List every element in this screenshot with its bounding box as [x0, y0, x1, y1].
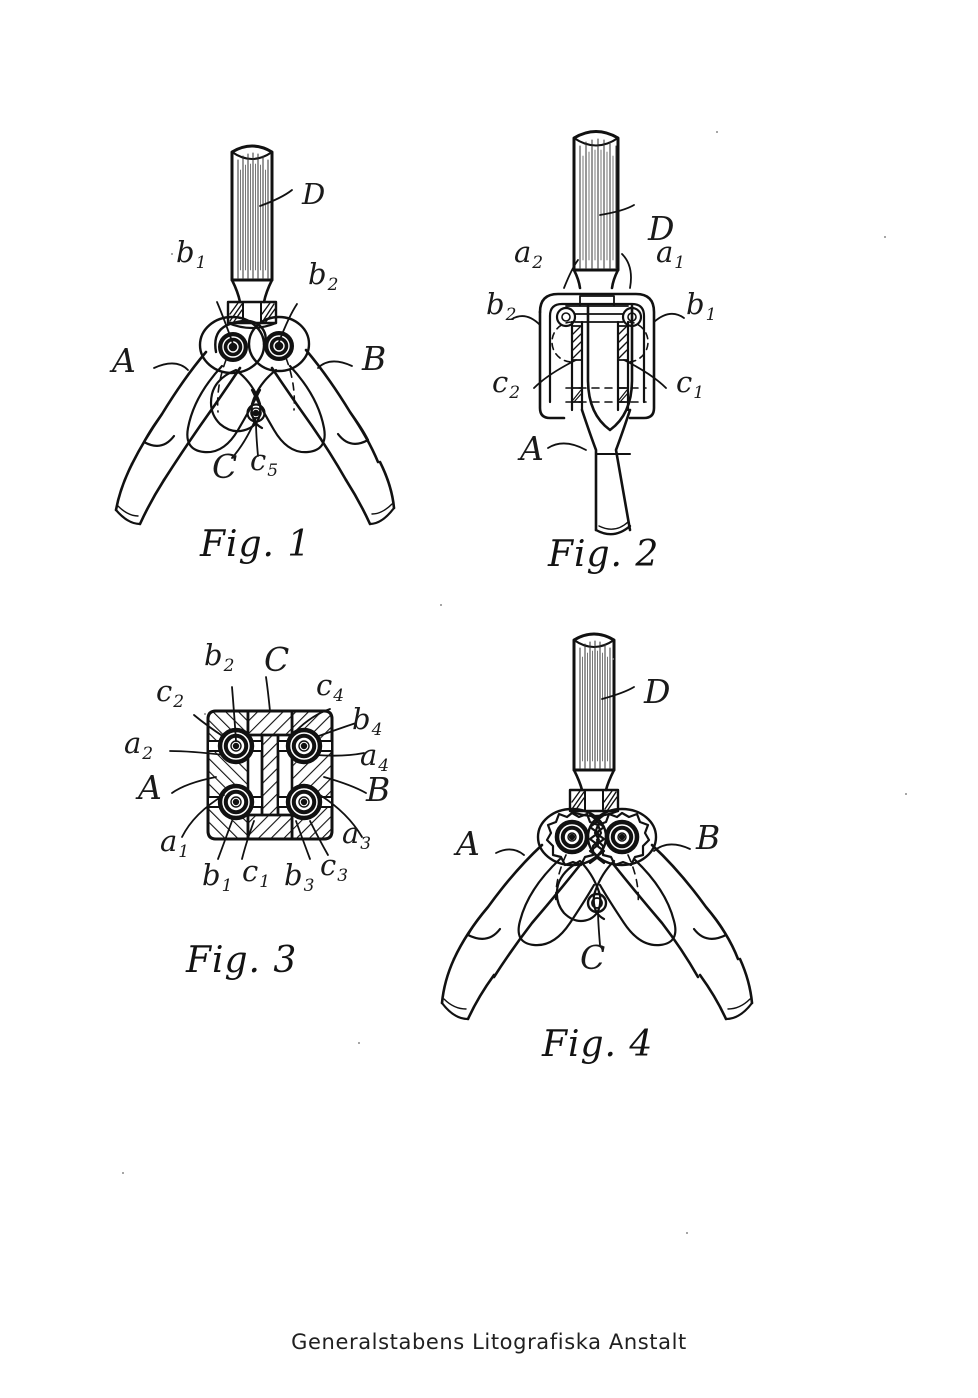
fig3-label-b1: b1 [202, 858, 233, 896]
fig1-label-b1: b1 [176, 235, 207, 273]
fig1-label-C: C [212, 447, 238, 486]
fig3-label-a2: a2 [124, 726, 154, 764]
fig1-label-A: A [112, 341, 136, 380]
fig3-label-c2: c2 [156, 674, 185, 712]
fig2-label-a1: a1 [656, 235, 686, 273]
fig2-label-c1: c1 [676, 365, 705, 403]
figure-3: b2 C c2 c4 b4 a2 a4 A B a1 a3 [120, 640, 420, 925]
fig3-label-B: B [366, 770, 391, 809]
fig1-label-c5: c5 [250, 443, 279, 481]
fig4-label-D: D [644, 672, 671, 711]
fig3-label-b3: b3 [284, 858, 315, 896]
fig2-label-a2: a2 [514, 235, 544, 273]
paper-speck [122, 1172, 124, 1174]
paper-speck [204, 713, 206, 715]
fig3-label-a4: a4 [360, 738, 390, 776]
paper-speck [612, 658, 614, 660]
imprint-footer: Generalstabens Litografiska Anstalt [291, 1330, 687, 1354]
figure-2-drawing [511, 130, 685, 536]
paper-speck [905, 793, 907, 795]
fig1-label-D: D [302, 177, 326, 211]
fig1-label-b2: b2 [308, 257, 339, 295]
paper-speck [686, 1232, 688, 1234]
fig1-label-B: B [362, 339, 387, 378]
paper-speck [440, 604, 442, 606]
fig2-label-D: D [648, 209, 675, 248]
fig2-label-b1: b1 [686, 287, 717, 325]
paper-speck [358, 1042, 360, 1044]
fig3-label-a1: a1 [160, 824, 190, 862]
fig4-label-B: B [696, 818, 721, 857]
fig3-label-b4: b4 [352, 702, 383, 740]
paper-speck [171, 253, 173, 255]
figure-2-caption: Fig. 2 [548, 534, 660, 575]
fig3-label-c4: c4 [316, 668, 345, 706]
figure-1: D b1 b2 A B C c5 [80, 120, 420, 540]
figure-4: D A B C [440, 615, 780, 1045]
figure-1-caption: Fig. 1 [200, 524, 312, 565]
fig3-label-c3: c3 [320, 848, 349, 886]
figure-4-caption: Fig. 4 [542, 1024, 654, 1065]
fig4-label-A: A [456, 824, 480, 863]
fig2-label-A: A [520, 429, 544, 468]
figure-2: D a2 a1 b2 b1 c2 c1 A [470, 110, 790, 540]
fig3-label-C: C [264, 640, 290, 679]
fig3-label-c1: c1 [242, 854, 271, 892]
figure-3-caption: Fig. 3 [186, 940, 298, 981]
figure-1-drawing [114, 144, 396, 526]
fig4-label-C: C [580, 938, 606, 977]
fig3-label-A: A [138, 768, 162, 807]
figure-3-drawing [169, 676, 367, 860]
fig2-label-b2: b2 [486, 287, 517, 325]
fig2-label-c2: c2 [492, 365, 521, 403]
paper-speck [884, 236, 886, 238]
paper-speck [716, 131, 718, 133]
fig3-label-b2: b2 [204, 638, 235, 676]
fig3-label-a3: a3 [342, 816, 372, 854]
figure-4-drawing [440, 632, 754, 1021]
